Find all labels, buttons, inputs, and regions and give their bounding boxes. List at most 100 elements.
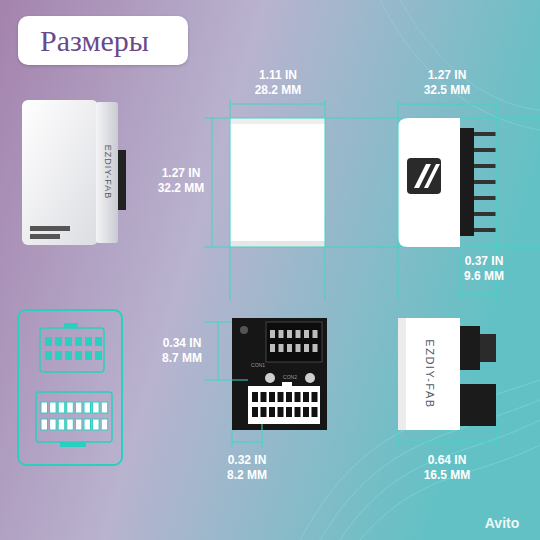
- dimension-line: [398, 442, 496, 443]
- pin-grid: [101, 419, 108, 430]
- side-view: [460, 326, 480, 370]
- dimension-line: [262, 424, 263, 448]
- pin-grid: [95, 337, 102, 346]
- pin-grid: [93, 419, 100, 430]
- circuit-board: [248, 386, 320, 424]
- product-photo: [30, 234, 60, 239]
- connector-pins: [269, 392, 275, 402]
- pinout-panel: [18, 310, 122, 465]
- connector-label: CON2: [283, 375, 297, 381]
- pin-grid: [101, 402, 108, 413]
- brand-text: EZDIY-FAB: [102, 145, 112, 200]
- product-photo: [30, 226, 70, 231]
- connector-pins: [303, 407, 309, 417]
- side-view: [480, 334, 496, 362]
- dimension-value: 1.11 IN: [259, 69, 297, 82]
- background: [360, 445, 540, 540]
- title-badge: Размеры: [18, 16, 188, 65]
- header-pins: [304, 344, 309, 352]
- pin-grid: [58, 402, 64, 413]
- header-pins: [296, 330, 301, 338]
- pinout-panel: [18, 310, 122, 465]
- dimension-value: 32.5 MM: [424, 84, 471, 97]
- connector-pins: [252, 407, 258, 417]
- dimension-value: 8.2 MM: [227, 469, 267, 482]
- connector-pins: [295, 407, 301, 417]
- dimension-line: [232, 430, 233, 448]
- pinout-panel: [60, 442, 86, 447]
- pin-grid: [58, 419, 64, 430]
- side-view: [398, 318, 496, 430]
- dimension-line: [230, 104, 325, 105]
- watermark: Avito: [485, 516, 519, 531]
- dimension-value: 32.2 MM: [158, 182, 205, 195]
- pin-grid: [85, 337, 92, 346]
- side-view: [407, 158, 441, 194]
- dimension-value: 28.2 MM: [255, 84, 302, 97]
- circuit-board: [232, 318, 327, 430]
- connector-pins: [303, 392, 309, 402]
- side-view: [424, 164, 440, 188]
- front-view: [230, 241, 325, 247]
- dimension-value: 8.7 MM: [162, 352, 202, 365]
- pinout-panel: [36, 392, 112, 442]
- pin-grid: [84, 402, 91, 413]
- pin-grid: [65, 351, 72, 360]
- dimension-value: 9.6 MM: [464, 270, 504, 283]
- circuit-board: [305, 373, 315, 383]
- side-view: [474, 148, 496, 152]
- header-pins: [279, 330, 284, 338]
- header-pins: [270, 344, 275, 352]
- dimension-value: 1.27 IN: [428, 69, 467, 82]
- side-view: [460, 384, 496, 426]
- circuit-board: [240, 326, 248, 334]
- side-view: [474, 180, 496, 184]
- dimension-line: [232, 442, 262, 443]
- connector-pins: [252, 392, 318, 417]
- header-pins: [279, 344, 284, 352]
- connector-pins: [312, 407, 318, 417]
- side-view: [474, 228, 496, 232]
- dimension-line: [204, 247, 540, 248]
- pin-grid: [65, 337, 72, 346]
- pin-grid: [55, 351, 62, 360]
- title: Размеры: [18, 16, 188, 65]
- side-view: [474, 212, 496, 216]
- side-view: [474, 196, 496, 200]
- dimension-line: [496, 426, 497, 448]
- pin-grid: [55, 337, 62, 346]
- dimension-line: [204, 322, 262, 448]
- dimension-line: [212, 118, 213, 247]
- front-view: [230, 118, 325, 124]
- connector-pins: [278, 407, 284, 417]
- header-pins: [287, 330, 292, 338]
- pin-grid: [75, 337, 82, 346]
- pin-grid: [41, 402, 108, 430]
- pin-grid: [84, 419, 91, 430]
- circuit-board: [232, 318, 327, 430]
- circuit-board: [265, 373, 275, 383]
- dimension-line: [218, 322, 219, 380]
- connector-pins: [269, 407, 275, 417]
- dimension-line: [460, 294, 496, 295]
- front-view: [230, 118, 325, 247]
- brand-text: EZDIY-FAB: [424, 339, 436, 408]
- header-pins: [270, 330, 275, 338]
- pin-grid: [75, 351, 82, 360]
- side-view: [398, 118, 496, 247]
- header-pins: [287, 344, 292, 352]
- product-photo: [118, 150, 126, 210]
- product-photo: [22, 100, 126, 245]
- pin-grid: [75, 419, 82, 430]
- side-view: [398, 118, 460, 247]
- dimension-value: 16.5 MM: [424, 469, 471, 482]
- connector-pins: [286, 407, 292, 417]
- dimension-value: 0.64 IN: [428, 454, 467, 467]
- header-pins: [313, 330, 318, 338]
- pin-grid: [93, 402, 100, 413]
- pin-grid: [45, 337, 52, 346]
- product-photo: [96, 102, 118, 243]
